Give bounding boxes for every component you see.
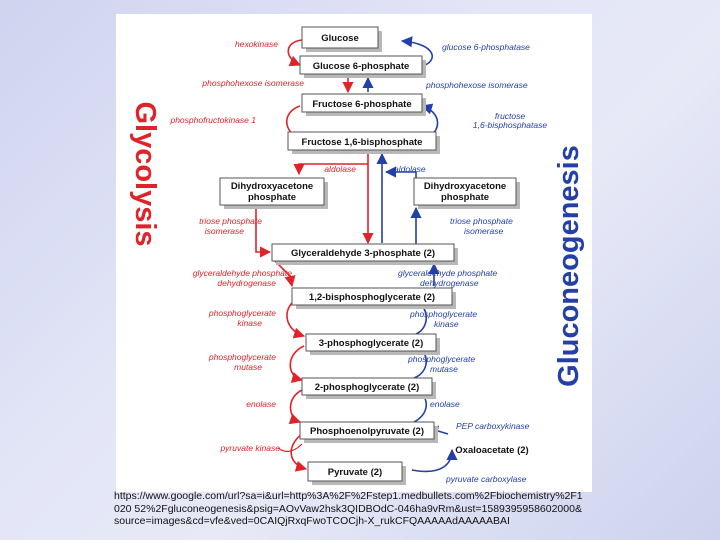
enzyme-tpi-gluconeogenesis-line1: triose phosphate (450, 216, 513, 226)
arrow-aldolase-to-dhap (293, 163, 368, 176)
arrow-tpi-glycolysis (255, 207, 272, 258)
box-2-phosphoglycerate (301, 377, 433, 396)
box-pyruvate (307, 461, 403, 482)
label-dhap-left-line1: Dihydroxyacetone (231, 181, 313, 192)
label-pyruvate: Pyruvate (2) (328, 467, 382, 478)
enzyme-pyruvate-kinase: pyruvate kinase (219, 443, 280, 453)
enzyme-pgm-glycolysis-line1: phosphoglycerate (208, 352, 276, 362)
enzyme-pgk-gluconeogenesis-line1: phosphoglycerate (409, 309, 477, 319)
enzyme-tpi-glycolysis-line1: triose phosphate (199, 216, 262, 226)
glycolysis-title: Glycolysis (129, 101, 161, 246)
enzyme-gapdh-gluconeogenesis-line2: dehydrogenase (420, 278, 479, 288)
arrow-pgm-glycolysis (289, 345, 305, 383)
label-glyceraldehyde-3-phosphate: Glyceraldehyde 3-phosphate (2) (291, 248, 435, 259)
enzyme-fbpase-line2: 1,6-bisphosphatase (473, 120, 547, 130)
gluconeogenesis-title: Gluconeogenesis (553, 145, 585, 387)
enzyme-pgm-glycolysis-line2: mutase (234, 362, 262, 372)
label-glucose-6-phosphate: Glucose 6-phosphate (313, 61, 410, 72)
label-phosphoenolpyruvate: Phosphoenolpyruvate (2) (310, 426, 424, 437)
pathway-image: Glycolysis Gluconeogenesis (116, 14, 592, 492)
pathway-diagram: Glycolysis Gluconeogenesis (129, 26, 585, 485)
enzyme-pgi-glycolysis: phosphohexose isomerase (201, 78, 304, 88)
enzyme-fbpase-line1: fructose (495, 111, 526, 121)
label-glucose: Glucose (321, 33, 359, 44)
arrow-pyruvate-kinase-cofactor (277, 443, 303, 453)
image-source-caption: https://www.google.com/url?sa=i&url=http… (114, 490, 583, 527)
enzyme-gapdh-glycolysis-line2: dehydrogenase (217, 278, 276, 288)
enzyme-enolase-gluconeogenesis: enolase (430, 399, 460, 409)
enzyme-pyruvate-carboxylase: pyruvate carboxylase (445, 474, 527, 484)
label-2-phosphoglycerate: 2-phosphoglycerate (2) (315, 382, 420, 393)
enzyme-aldolase-gluconeogenesis: aldolase (394, 164, 426, 174)
box-3-phosphoglycerate (305, 333, 437, 352)
label-dhap-left-line2: phosphate (248, 192, 296, 203)
arrow-enolase-glycolysis (288, 389, 303, 425)
enzyme-hexokinase: hexokinase (235, 39, 278, 49)
label-fructose-1-6-bisphosphate: Fructose 1,6-bisphosphate (302, 137, 423, 148)
enzyme-g6pase: glucose 6-phosphatase (442, 42, 530, 52)
enzyme-pgk-gluconeogenesis-line2: kinase (434, 319, 459, 329)
box-bisphosphoglycerate (291, 287, 453, 306)
enzyme-pgi-gluconeogenesis: phosphohexose isomerase (425, 80, 528, 90)
enzyme-aldolase-glycolysis: aldolase (324, 164, 356, 174)
label-dhap-right-line2: phosphate (441, 192, 489, 203)
box-dhap-left (219, 177, 325, 206)
enzyme-pgk-glycolysis-line1: phosphoglycerate (208, 308, 276, 318)
label-oxaloacetate: Oxaloacetate (2) (455, 445, 528, 456)
box-glyceraldehyde-3-phosphate (271, 243, 455, 262)
enzyme-tpi-gluconeogenesis-line2: isomerase (464, 226, 503, 236)
arrow-pyruvate-kinase (290, 433, 308, 472)
box-fructose-6-phosphate (301, 93, 423, 113)
label-3-phosphoglycerate: 3-phosphoglycerate (2) (319, 338, 424, 349)
box-phosphoenolpyruvate (299, 421, 435, 440)
enzyme-pgm-gluconeogenesis-line2: mutase (430, 364, 458, 374)
label-fructose-6-phosphate: Fructose 6-phosphate (312, 99, 411, 110)
label-bisphosphoglycerate: 1,2-bisphosphoglycerate (2) (309, 292, 435, 303)
label-dhap-right-line1: Dihydroxyacetone (424, 181, 506, 192)
arrow-pyruvate-carboxylase (411, 448, 458, 473)
enzyme-pgk-glycolysis-line2: kinase (237, 318, 262, 328)
enzyme-gapdh-glycolysis-line1: glyceraldehyde phosphate (193, 268, 293, 278)
box-fructose-1-6-bisphosphate (287, 131, 437, 151)
enzyme-enolase-glycolysis: enolase (246, 399, 276, 409)
enzyme-pgm-gluconeogenesis-line1: phosphoglycerate (407, 354, 475, 364)
enzyme-pepck: PEP carboxykinase (456, 421, 530, 431)
arrow-hexokinase (287, 39, 303, 67)
arrow-dhap-to-aldolase (384, 166, 417, 186)
box-glucose (301, 26, 379, 49)
enzyme-pfk: phosphofructokinase 1 (169, 115, 256, 125)
box-dhap-right (413, 177, 517, 206)
enzyme-gapdh-gluconeogenesis-line1: glyceraldehyde phosphate (398, 268, 498, 278)
box-glucose-6-phosphate (299, 55, 423, 75)
enzyme-tpi-glycolysis-line2: isomerase (205, 226, 244, 236)
